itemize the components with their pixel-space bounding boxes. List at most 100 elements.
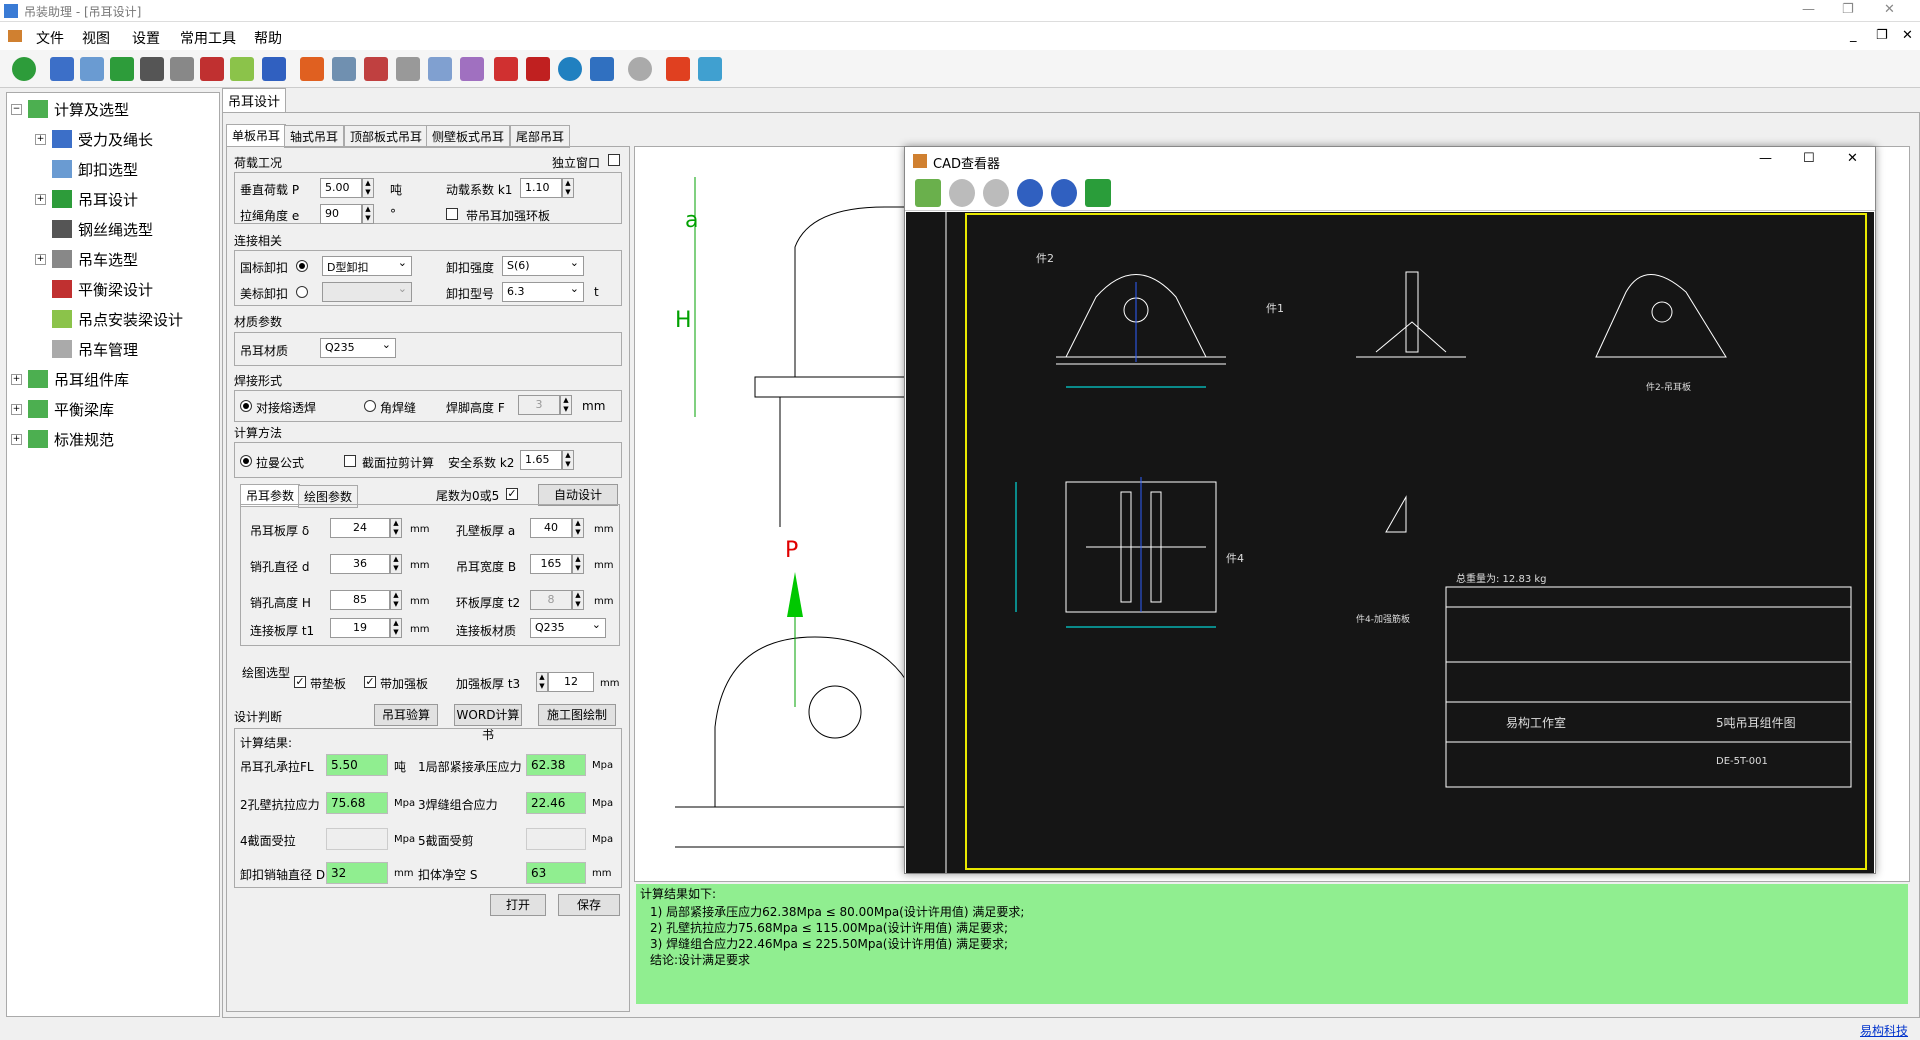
angle-spinner[interactable]: ▲▼ <box>362 204 374 224</box>
tree-item-crane-mgmt[interactable]: 吊车管理 <box>52 337 138 361</box>
param-input[interactable]: 36 <box>330 554 390 574</box>
tree-beam-lib[interactable]: +平衡梁库 <box>11 397 114 421</box>
tab-single-plate[interactable]: 单板吊耳 <box>226 124 287 147</box>
toolbar-calc-icon[interactable] <box>332 57 356 81</box>
param-spinner[interactable]: ▲▼ <box>572 518 584 538</box>
menu-view[interactable]: 视图 <box>82 31 110 47</box>
save-disk-icon[interactable] <box>1085 179 1111 207</box>
zoom-extents-icon[interactable] <box>1051 179 1077 207</box>
toolbar-word-icon[interactable] <box>590 57 614 81</box>
butt-radio[interactable] <box>240 400 252 412</box>
tree-item-mount[interactable]: 吊点安装梁设计 <box>52 307 183 331</box>
toolbar-shackle-icon[interactable] <box>80 57 104 81</box>
section-checkbox[interactable] <box>344 455 356 467</box>
tree-lug-lib[interactable]: +吊耳组件库 <box>11 367 129 391</box>
toolbar-link-icon[interactable] <box>698 57 722 81</box>
tree-item-crane[interactable]: +吊车选型 <box>35 247 138 271</box>
company-link[interactable]: 易构科技 <box>1860 1024 1909 1038</box>
cad-close-icon[interactable]: ✕ <box>1847 151 1858 166</box>
cad-drawing[interactable]: 件2 件1 件2-吊耳板 件4 件4-加强筋板 总重量为: 12.83 kg 易… <box>906 212 1874 873</box>
gb-radio[interactable] <box>296 260 308 272</box>
tab-top-plate[interactable]: 顶部板式吊耳 <box>344 125 429 148</box>
mdi-close-icon[interactable]: ✕ <box>1902 28 1913 43</box>
dyn-spinner[interactable]: ▲▼ <box>562 178 574 198</box>
pad-checkbox[interactable]: ✓ <box>294 675 306 688</box>
toolbar-pen-icon[interactable] <box>460 57 484 81</box>
toolbar-manage-icon[interactable] <box>262 57 286 81</box>
toolbar-exit-icon[interactable] <box>666 57 690 81</box>
verify-button[interactable]: 吊耳验算 <box>374 704 438 726</box>
expand-icon[interactable]: + <box>35 253 46 265</box>
param-input[interactable]: 165 <box>530 554 572 574</box>
expand-icon[interactable]: + <box>11 433 22 445</box>
weld-height-input[interactable]: 3 <box>518 395 560 415</box>
mdi-restore-icon[interactable]: ❐ <box>1876 28 1888 43</box>
zoom-out-icon[interactable] <box>983 179 1009 207</box>
tab-tail[interactable]: 尾部吊耳 <box>510 125 571 148</box>
open-button[interactable]: 打开 <box>490 894 546 916</box>
param-input[interactable]: 40 <box>530 518 572 538</box>
menu-help[interactable]: 帮助 <box>254 31 282 47</box>
param-input[interactable]: 19 <box>330 618 390 638</box>
minimize-icon[interactable]: — <box>1802 2 1815 17</box>
mat-select[interactable]: Q235 <box>320 338 396 358</box>
expand-icon[interactable]: + <box>11 403 22 415</box>
param-input[interactable]: 24 <box>330 518 390 538</box>
expand-icon[interactable]: + <box>35 133 46 145</box>
drawing-button[interactable]: 施工图绘制 <box>538 704 616 726</box>
tab-shaft[interactable]: 轴式吊耳 <box>284 125 345 148</box>
dyn-input[interactable]: 1.10 <box>520 178 562 198</box>
toolbar-table-icon[interactable] <box>428 57 452 81</box>
strength-select[interactable]: S(6) <box>502 256 584 276</box>
us-select[interactable] <box>322 282 412 302</box>
tree-calc-root[interactable]: −计算及选型 <box>11 97 129 121</box>
tab-lug-params[interactable]: 吊耳参数 <box>240 484 301 507</box>
param-spinner[interactable]: ▲▼ <box>390 518 402 538</box>
angle-input[interactable]: 90 <box>320 204 362 224</box>
tab-draw-params[interactable]: 绘图参数 <box>298 485 359 508</box>
toolbar-rope-icon[interactable] <box>140 57 164 81</box>
param-input[interactable]: 8 <box>530 590 572 610</box>
expand-icon[interactable]: + <box>11 373 22 385</box>
maximize-icon[interactable]: ❐ <box>1842 2 1854 17</box>
toolbar-mount-icon[interactable] <box>230 57 254 81</box>
doc-tab-lug-design[interactable]: 吊耳设计 <box>222 88 287 113</box>
gb-select[interactable]: D型卸扣 <box>322 256 412 276</box>
fillet-radio[interactable] <box>364 400 376 412</box>
toolbar-font-icon[interactable] <box>526 57 550 81</box>
toolbar-home-icon[interactable] <box>12 57 36 81</box>
us-radio[interactable] <box>296 286 308 298</box>
zoom-in-icon[interactable] <box>949 179 975 207</box>
safety-input[interactable]: 1.65 <box>520 450 562 470</box>
toolbar-cut-icon[interactable] <box>364 57 388 81</box>
independent-window-checkbox[interactable] <box>608 154 620 166</box>
mdi-minimize-icon[interactable]: _ <box>1850 28 1857 43</box>
toolbar-info-icon[interactable] <box>628 57 652 81</box>
toolbar-force-icon[interactable] <box>50 57 74 81</box>
model-select[interactable]: 6.3 <box>502 282 584 302</box>
ring-checkbox[interactable] <box>446 208 458 220</box>
tree-item-force[interactable]: +受力及绳长 <box>35 127 153 151</box>
save-button[interactable]: 保存 <box>558 894 620 916</box>
open-folder-icon[interactable] <box>915 179 941 207</box>
toolbar-web-icon[interactable] <box>558 57 582 81</box>
rib-thk-spinner[interactable]: ▲▼ <box>536 672 548 692</box>
param-spinner[interactable]: ▲▼ <box>572 554 584 574</box>
tree-item-lug[interactable]: +吊耳设计 <box>35 187 138 211</box>
tree-standards[interactable]: +标准规范 <box>11 427 114 451</box>
tab-side-plate[interactable]: 侧壁板式吊耳 <box>426 125 511 148</box>
tail-zero-checkbox[interactable]: ✓ <box>506 487 518 500</box>
toolbar-measure-icon[interactable] <box>396 57 420 81</box>
toolbar-lug-icon[interactable] <box>110 57 134 81</box>
toolbar-pdf-icon[interactable] <box>494 57 518 81</box>
cad-maximize-icon[interactable]: ☐ <box>1803 151 1815 166</box>
tree-item-beam[interactable]: 平衡梁设计 <box>52 277 153 301</box>
weld-height-spinner[interactable]: ▲▼ <box>560 395 572 415</box>
word-report-button[interactable]: WORD计算书 <box>454 704 522 742</box>
collapse-icon[interactable]: − <box>11 103 22 115</box>
vload-input[interactable]: 5.00 <box>320 178 362 198</box>
toolbar-crane-icon[interactable] <box>170 57 194 81</box>
tree-item-shackle[interactable]: 卸扣选型 <box>52 157 138 181</box>
vload-spinner[interactable]: ▲▼ <box>362 178 374 198</box>
rib-checkbox[interactable]: ✓ <box>364 675 376 688</box>
